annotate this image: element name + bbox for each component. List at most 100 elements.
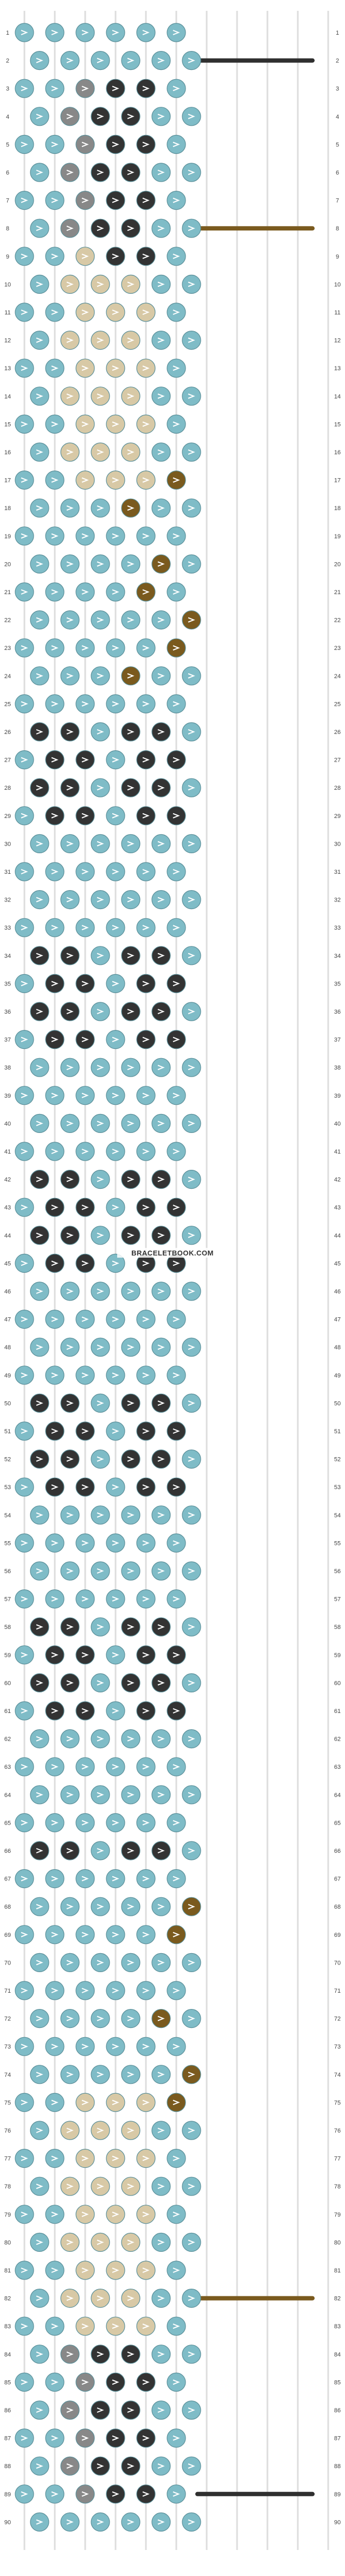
knot[interactable] <box>75 247 95 266</box>
knot[interactable] <box>75 1421 95 1441</box>
knot[interactable] <box>45 2261 65 2280</box>
knot[interactable] <box>121 2065 140 2084</box>
knot[interactable] <box>91 1281 110 1301</box>
knot[interactable] <box>106 191 125 210</box>
knot[interactable] <box>15 2149 34 2168</box>
knot[interactable] <box>91 610 110 630</box>
knot[interactable] <box>167 470 186 490</box>
knot[interactable] <box>121 387 140 406</box>
knot[interactable] <box>106 918 125 937</box>
knot[interactable] <box>106 2429 125 2448</box>
knot[interactable] <box>182 498 201 518</box>
knot[interactable] <box>30 1450 49 1469</box>
knot[interactable] <box>136 79 156 98</box>
knot[interactable] <box>30 1561 49 1581</box>
knot[interactable] <box>75 1757 95 1776</box>
knot[interactable] <box>182 1953 201 1972</box>
knot[interactable] <box>121 1281 140 1301</box>
knot[interactable] <box>106 1701 125 1721</box>
knot[interactable] <box>60 50 80 70</box>
knot[interactable] <box>106 1142 125 1161</box>
knot[interactable] <box>75 806 95 826</box>
knot[interactable] <box>15 1477 34 1497</box>
knot[interactable] <box>106 470 125 490</box>
knot[interactable] <box>91 2345 110 2364</box>
knot[interactable] <box>106 1869 125 1889</box>
knot[interactable] <box>30 163 49 182</box>
knot[interactable] <box>45 414 65 434</box>
knot[interactable] <box>15 302 34 322</box>
knot[interactable] <box>136 2092 156 2112</box>
knot[interactable] <box>91 218 110 238</box>
knot[interactable] <box>136 1701 156 1721</box>
knot[interactable] <box>91 1113 110 1133</box>
knot[interactable] <box>182 2289 201 2308</box>
knot[interactable] <box>75 1310 95 1329</box>
knot[interactable] <box>151 1953 171 1972</box>
knot[interactable] <box>121 1561 140 1581</box>
knot[interactable] <box>106 750 125 770</box>
knot[interactable] <box>30 218 49 238</box>
knot[interactable] <box>60 554 80 574</box>
knot[interactable] <box>15 191 34 210</box>
knot[interactable] <box>91 2065 110 2084</box>
knot[interactable] <box>182 666 201 686</box>
knot[interactable] <box>106 2092 125 2112</box>
knot[interactable] <box>60 1226 80 1245</box>
knot[interactable] <box>151 2400 171 2420</box>
knot[interactable] <box>167 302 186 322</box>
knot[interactable] <box>45 79 65 98</box>
knot[interactable] <box>106 1981 125 2000</box>
knot[interactable] <box>151 1841 171 1860</box>
knot[interactable] <box>91 1617 110 1637</box>
knot[interactable] <box>136 2149 156 2168</box>
knot[interactable] <box>167 1086 186 1105</box>
knot[interactable] <box>75 302 95 322</box>
knot[interactable] <box>45 302 65 322</box>
knot[interactable] <box>45 806 65 826</box>
knot[interactable] <box>45 2429 65 2448</box>
knot[interactable] <box>121 1058 140 1077</box>
knot[interactable] <box>60 1897 80 1916</box>
knot[interactable] <box>30 1953 49 1972</box>
knot[interactable] <box>136 358 156 378</box>
knot[interactable] <box>151 778 171 797</box>
knot[interactable] <box>45 1925 65 1944</box>
knot[interactable] <box>182 1561 201 1581</box>
knot[interactable] <box>75 1589 95 1609</box>
knot[interactable] <box>30 1058 49 1077</box>
knot[interactable] <box>45 750 65 770</box>
knot[interactable] <box>136 2037 156 2056</box>
knot[interactable] <box>182 1505 201 1525</box>
knot[interactable] <box>30 1785 49 1805</box>
knot[interactable] <box>91 1841 110 1860</box>
knot[interactable] <box>15 1197 34 1217</box>
knot[interactable] <box>60 1281 80 1301</box>
knot[interactable] <box>182 387 201 406</box>
knot[interactable] <box>151 1450 171 1469</box>
knot[interactable] <box>45 1701 65 1721</box>
knot[interactable] <box>106 582 125 602</box>
knot[interactable] <box>45 2316 65 2336</box>
knot[interactable] <box>45 470 65 490</box>
knot[interactable] <box>136 918 156 937</box>
knot[interactable] <box>136 1421 156 1441</box>
knot[interactable] <box>45 1310 65 1329</box>
knot[interactable] <box>75 1086 95 1105</box>
knot[interactable] <box>106 1310 125 1329</box>
knot[interactable] <box>136 1086 156 1105</box>
knot[interactable] <box>151 834 171 854</box>
knot[interactable] <box>106 2316 125 2336</box>
knot[interactable] <box>15 470 34 490</box>
knot[interactable] <box>75 582 95 602</box>
knot[interactable] <box>60 610 80 630</box>
knot[interactable] <box>15 134 34 154</box>
knot[interactable] <box>91 1002 110 1021</box>
knot[interactable] <box>45 1477 65 1497</box>
knot[interactable] <box>75 414 95 434</box>
knot[interactable] <box>60 2121 80 2140</box>
knot[interactable] <box>106 1366 125 1385</box>
knot[interactable] <box>45 1421 65 1441</box>
knot[interactable] <box>167 2037 186 2056</box>
knot[interactable] <box>45 526 65 546</box>
